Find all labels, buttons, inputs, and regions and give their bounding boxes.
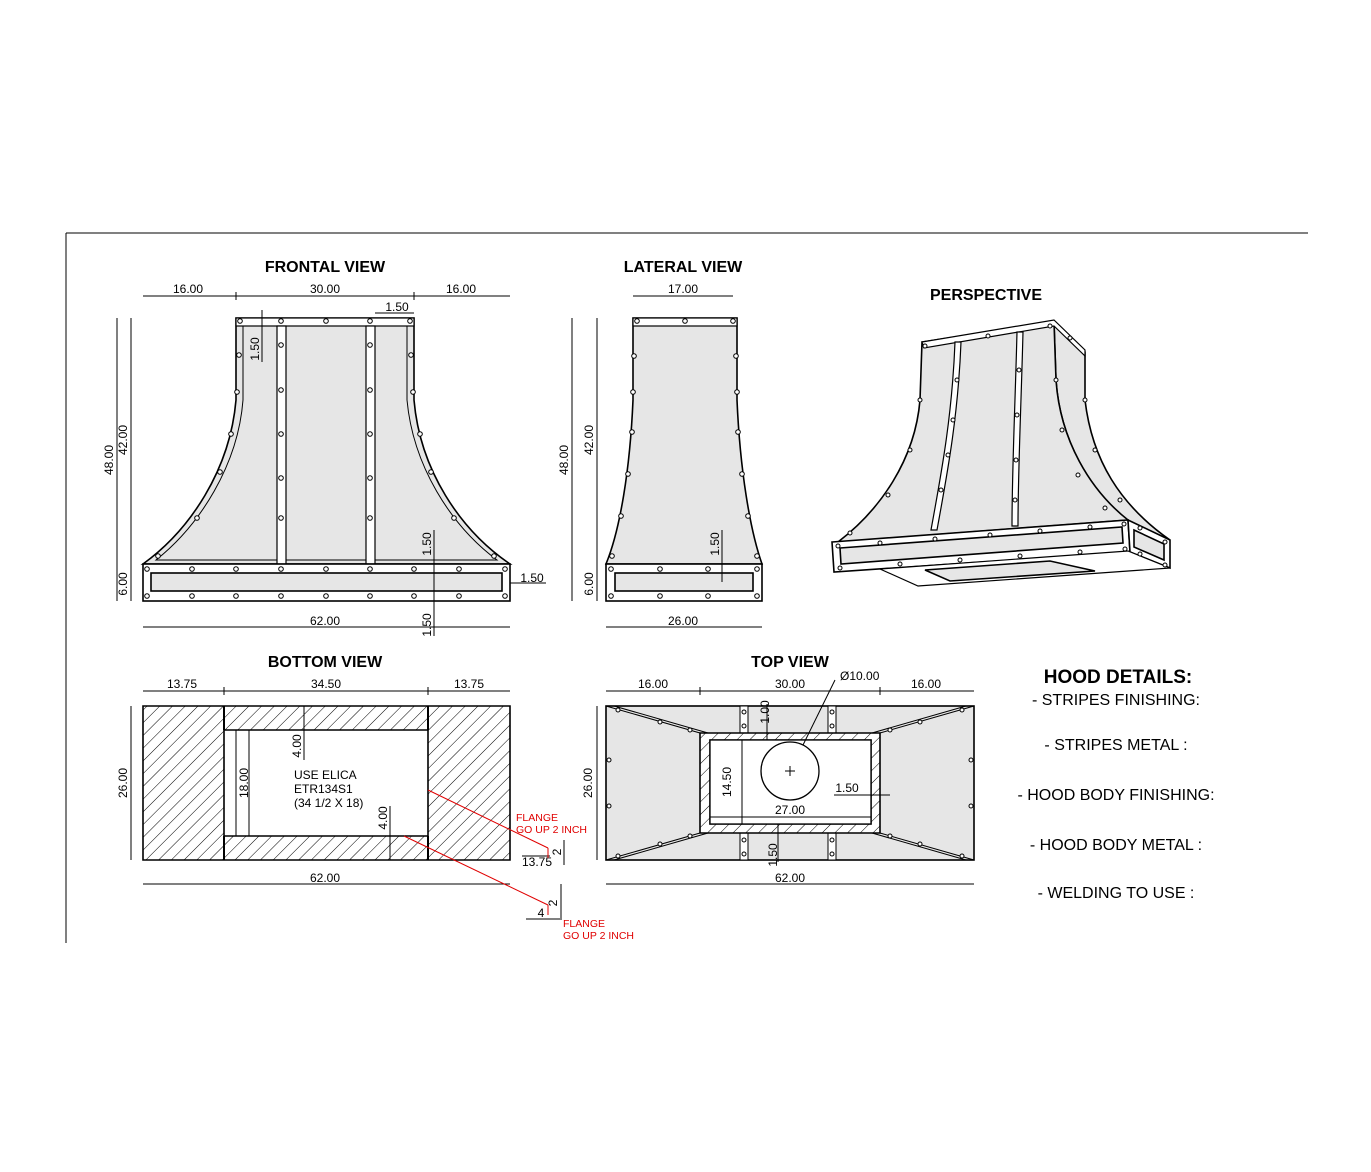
top-corner-line <box>871 705 967 734</box>
frontal-hood-body <box>140 317 513 565</box>
bottom-dim-width: 62.00 <box>310 871 340 885</box>
lateral-dim-band-stripe: 1.50 <box>708 532 722 556</box>
flange-note-2-line1: FLANGE <box>563 918 605 930</box>
top-dim-left: 16.00 <box>638 677 668 691</box>
frontal-dim-band-height: 6.00 <box>116 572 130 596</box>
flange-note-1-line2: GO UP 2 INCH <box>516 824 587 836</box>
bottom-dim-front-margin: 4.00 <box>290 734 304 758</box>
frontal-band-panel <box>150 572 503 592</box>
lateral-dim-body-height: 42.00 <box>582 425 596 455</box>
frontal-view-title: FRONTAL VIEW <box>265 259 386 276</box>
bottom-insert-note-line2: ETR134S1 <box>294 782 353 796</box>
bottom-view-title: BOTTOM VIEW <box>268 654 383 671</box>
top-corner-line <box>605 832 701 861</box>
lateral-dim-overall-height: 48.00 <box>557 445 571 475</box>
top-corner-line <box>605 705 701 734</box>
frontal-dim-band-side: 1.50 <box>520 571 544 585</box>
perspective-title: PERSPECTIVE <box>930 287 1042 304</box>
hood-detail-body-finishing: - HOOD BODY FINISHING: <box>1017 787 1214 804</box>
perspective-insert <box>924 560 1096 582</box>
hood-details: HOOD DETAILS: - STRIPES FINISHING: - STR… <box>1017 667 1214 902</box>
frontal-body-inner-edge <box>154 324 499 561</box>
top-corner-line <box>871 832 967 861</box>
flange-dim-up-2: 2 <box>546 899 560 906</box>
flange-dim-up-1: 2 <box>550 848 564 855</box>
bottom-dim-opening-height: 18.00 <box>237 768 251 798</box>
lateral-view: LATERAL VIEW 17.00 48.00 42.00 6.00 1.50… <box>557 259 764 628</box>
flange-leader-2 <box>403 835 549 906</box>
hood-detail-welding: - WELDING TO USE : <box>1038 885 1195 902</box>
frontal-view: FRONTAL VIEW 16.00 30.00 16.00 1.50 <box>102 259 546 637</box>
frontal-dim-body-height: 42.00 <box>116 425 130 455</box>
frontal-stripe-right <box>365 325 376 565</box>
top-dim-opening-width: 27.00 <box>775 803 805 817</box>
frontal-dim-overall-height: 48.00 <box>102 445 116 475</box>
top-corner-line <box>613 705 709 734</box>
frontal-rivets <box>144 318 508 599</box>
top-dim-top-margin: 1.00 <box>758 700 772 724</box>
frontal-dim-top-right: 16.00 <box>446 282 476 296</box>
frontal-dim-band-bottom: 1.50 <box>420 613 434 637</box>
lateral-rivets <box>608 318 760 599</box>
frontal-dim-stripe-width: 1.50 <box>248 337 262 361</box>
perspective-stripe-right <box>1011 331 1024 527</box>
bottom-dim-left: 13.75 <box>167 677 197 691</box>
frontal-dim-stripe-offset: 1.50 <box>385 300 409 314</box>
bottom-insert-note-line3: (34 1/2 X 18) <box>294 796 363 810</box>
bottom-dim-right: 13.75 <box>454 677 484 691</box>
flange-dim-width: 13.75 <box>522 855 552 869</box>
top-dim-right: 16.00 <box>911 677 941 691</box>
frontal-dim-top-mid: 30.00 <box>310 282 340 296</box>
flange-note-2-line2: GO UP 2 INCH <box>563 930 634 942</box>
top-view-title: TOP VIEW <box>751 654 830 671</box>
flange-note-1-line1: FLANGE <box>516 812 558 824</box>
frontal-stripe-left <box>276 325 287 565</box>
lateral-hood-body <box>604 317 764 565</box>
perspective-band-side-panel <box>1133 528 1165 562</box>
top-dim-side-margin: 1.50 <box>835 781 859 795</box>
perspective-rivets <box>835 323 1168 571</box>
hood-details-title: HOOD DETAILS: <box>1044 667 1192 688</box>
hood-detail-stripes-finishing: - STRIPES FINISHING: <box>1032 692 1200 709</box>
lateral-dim-depth: 26.00 <box>668 614 698 628</box>
top-corner-line <box>879 705 975 734</box>
top-dim-mid: 30.00 <box>775 677 805 691</box>
perspective-view: PERSPECTIVE <box>831 287 1171 587</box>
lateral-band-panel <box>614 572 754 592</box>
bottom-dim-mid: 34.50 <box>311 677 341 691</box>
frontal-dim-top-left: 16.00 <box>173 282 203 296</box>
hood-detail-body-metal: - HOOD BODY METAL : <box>1030 837 1202 854</box>
bottom-dim-back-margin: 4.00 <box>376 806 390 830</box>
bottom-dim-depth: 26.00 <box>116 768 130 798</box>
hood-detail-stripes-metal: - STRIPES METAL : <box>1044 737 1187 754</box>
top-corner-line <box>879 832 975 861</box>
top-dim-depth: 26.00 <box>581 768 595 798</box>
frontal-dim-band-stripe: 1.50 <box>420 532 434 556</box>
lateral-dim-top-depth: 17.00 <box>668 282 698 296</box>
top-rivets <box>606 707 974 859</box>
top-dim-opening-depth: 14.50 <box>720 767 734 797</box>
top-dim-duct: Ø10.00 <box>840 669 880 683</box>
perspective-band-panel <box>839 526 1124 565</box>
frontal-dim-width: 62.00 <box>310 614 340 628</box>
top-dim-width: 62.00 <box>775 871 805 885</box>
flange-leader-1 <box>427 789 549 849</box>
flange-dim-return: 4 <box>538 906 545 920</box>
perspective-stripe-left <box>930 341 962 531</box>
lateral-dim-band-height: 6.00 <box>582 572 596 596</box>
lateral-view-title: LATERAL VIEW <box>624 259 743 276</box>
bottom-view: BOTTOM VIEW 13.75 34.50 13.75 USE ELICA … <box>116 654 634 942</box>
top-view: TOP VIEW 16.00 30.00 16.00 Ø10.00 <box>581 654 975 885</box>
bottom-insert-note-line1: USE ELICA <box>294 768 357 782</box>
top-dim-bottom-margin: 1.50 <box>766 843 780 867</box>
duct-leader <box>802 679 836 746</box>
top-corner-line <box>613 832 709 861</box>
